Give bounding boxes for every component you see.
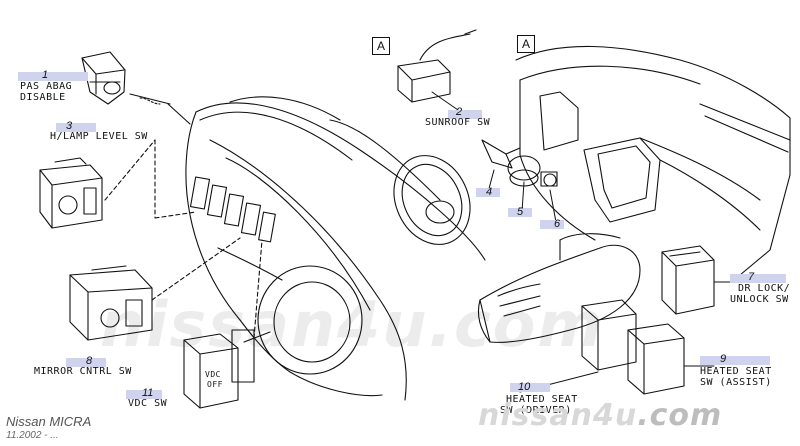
- watermark-brand: nissan4u.com: [478, 398, 723, 433]
- callout-5-number: 5: [517, 206, 524, 218]
- vdc-switch-part: [183, 329, 271, 409]
- callout-1-number: 1: [42, 69, 49, 81]
- callout-10-number: 10: [518, 381, 531, 393]
- highlight-4: [476, 188, 500, 197]
- callout-8-label: MIRROR CNTRL SW: [34, 366, 132, 377]
- door-lock-switch-part: [661, 245, 715, 315]
- callout-9-label-line2: SW (ASSIST): [700, 377, 772, 388]
- highlight-5: [508, 208, 532, 217]
- heated-seat-driver-switch-part: [581, 299, 637, 371]
- mirror-control-switch-part: [69, 265, 153, 341]
- vdc-face-text-2: OFF: [207, 380, 223, 389]
- highlight-10: [510, 383, 550, 392]
- leader-mirror: [151, 237, 241, 301]
- highlight-9: [700, 356, 770, 365]
- callout-leaders: [89, 81, 737, 393]
- callout-3-label: H/LAMP LEVEL SW: [50, 131, 148, 142]
- hlamp-level-switch-part: [39, 157, 103, 229]
- callout-2-number: 2: [456, 106, 463, 118]
- reference-box-a-2: A: [517, 35, 535, 53]
- vdc-face-text-1: VDC: [205, 370, 221, 379]
- callout-7-number: 7: [748, 271, 755, 283]
- footer-model: Nissan MICRA: [6, 414, 92, 429]
- leader-hlamp: [104, 139, 156, 201]
- highlight-1: [18, 72, 88, 81]
- callout-1-label-line1: PAS ABAG: [20, 81, 73, 92]
- callout-4-number: 4: [486, 186, 493, 198]
- leader-hlamp-3: [154, 211, 197, 219]
- callout-8-number: 8: [86, 355, 93, 367]
- highlight-11: [126, 390, 162, 399]
- callout-7-label-line1: DR LOCK/: [738, 283, 791, 294]
- sunroof-switch-part: [397, 29, 477, 103]
- callout-9-label-line1: HEATED SEAT: [700, 366, 772, 377]
- dashboard-left: [185, 96, 486, 401]
- dashboard-right: [515, 45, 791, 276]
- callout-1-label-line2: DISABLE: [20, 92, 66, 103]
- heated-seat-assist-switch-part: [627, 323, 685, 395]
- callout-2-label: SUNROOF SW: [425, 117, 491, 128]
- callout-10-label-line2: SW (DRIVER): [500, 405, 572, 416]
- callout-11-number: 11: [142, 387, 154, 399]
- reference-box-a-1: A: [372, 37, 390, 55]
- callout-10-label-line1: HEATED SEAT: [506, 394, 578, 405]
- pas-abag-switch-part: [81, 51, 191, 125]
- highlight-2: [448, 110, 482, 119]
- highlight-3: [56, 123, 96, 132]
- callout-7-label-line2: UNLOCK SW: [730, 294, 789, 305]
- callout-9-number: 9: [720, 353, 727, 365]
- highlight-6: [540, 220, 564, 229]
- footer-date: 11.2002 - ...: [6, 430, 59, 441]
- highlight-8: [66, 358, 106, 367]
- callout-11-label: VDC SW: [128, 398, 168, 409]
- steering-wheel-part: [393, 155, 471, 245]
- leader-vdc: [253, 239, 263, 339]
- callout-3-number: 3: [66, 120, 73, 132]
- highlight-7: [730, 274, 786, 283]
- callout-6-number: 6: [554, 218, 561, 230]
- center-console-part: [477, 233, 641, 343]
